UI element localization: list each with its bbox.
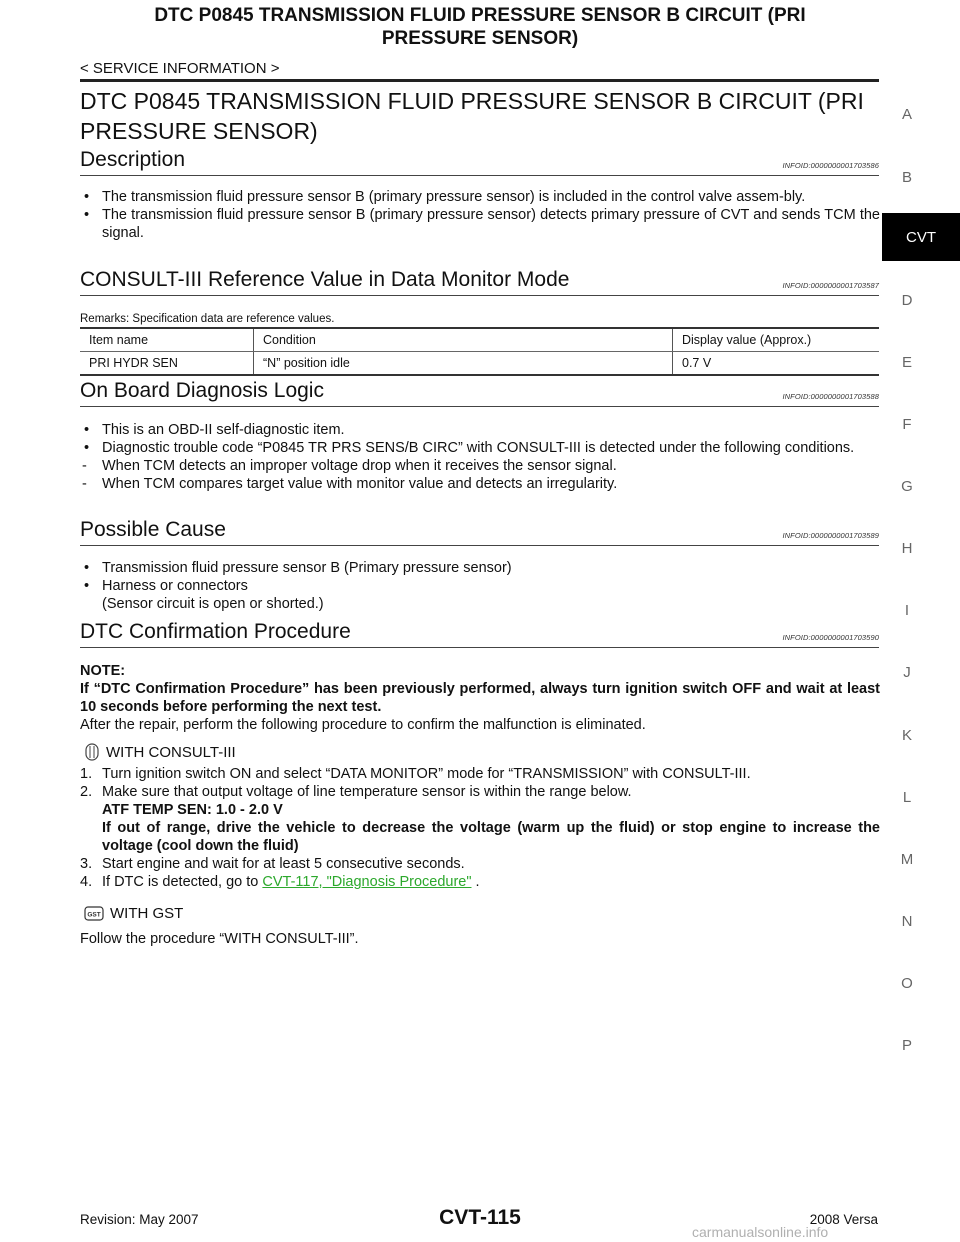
side-index-d[interactable]: D (901, 292, 913, 309)
obd-list: •This is an OBD-II self-diagnostic item.… (80, 421, 880, 493)
list-item: 2.Make sure that output voltage of line … (80, 784, 880, 854)
note-text: If “DTC Confirmation Procedure” has been… (80, 681, 880, 715)
description-list: •The transmission fluid pressure sensor … (80, 188, 880, 242)
page-title-line-1: DTC P0845 TRANSMISSION FLUID PRESSURE SE… (80, 88, 864, 114)
diagnosis-procedure-link[interactable]: CVT-117, "Diagnosis Procedure" (262, 874, 472, 890)
table-cell: 0.7 V (672, 351, 879, 376)
side-index-o[interactable]: O (901, 975, 913, 992)
gst-mode-label: GST WITH GST (84, 905, 183, 922)
side-index-l[interactable]: L (902, 789, 912, 806)
note-block: NOTE: If “DTC Confirmation Procedure” ha… (80, 662, 880, 734)
side-index-j[interactable]: J (903, 664, 911, 681)
section-rule (80, 295, 879, 296)
page-title-line-2: PRESSURE SENSOR) (80, 118, 318, 144)
list-item: •Harness or connectors (84, 578, 248, 594)
list-item: 4.If DTC is detected, go to CVT-117, "Di… (80, 874, 480, 890)
svg-text:GST: GST (87, 911, 100, 918)
note-label: NOTE: (80, 663, 126, 679)
revision-date: Revision: May 2007 (80, 1212, 199, 1227)
reference-value-table: Item name Condition Display value (Appro… (80, 327, 879, 376)
info-id: INFOID:0000000001703587 (782, 281, 879, 290)
info-id: INFOID:0000000001703590 (782, 633, 879, 642)
header-title-line-1: DTC P0845 TRANSMISSION FLUID PRESSURE SE… (154, 5, 806, 26)
gst-icon: GST (84, 905, 104, 921)
list-item: -When TCM compares target value with mon… (82, 476, 618, 492)
section-heading-description: Description INFOID:0000000001703586 (80, 146, 879, 176)
section-title: Possible Cause (80, 518, 226, 541)
column-header: Display value (Approx.) (672, 327, 879, 352)
gst-label-text: WITH GST (110, 905, 184, 922)
section-heading-obd: On Board Diagnosis Logic INFOID:00000000… (80, 377, 879, 407)
list-item: •This is an OBD-II self-diagnostic item. (84, 422, 345, 438)
side-index-k[interactable]: K (901, 727, 912, 744)
info-id: INFOID:0000000001703588 (782, 392, 879, 401)
section-title: DTC Confirmation Procedure (80, 620, 351, 643)
side-index-e[interactable]: E (901, 354, 912, 371)
consult-tool-icon (85, 743, 99, 761)
side-index-n[interactable]: N (901, 913, 913, 930)
page-title: DTC P0845 TRANSMISSION FLUID PRESSURE SE… (80, 86, 880, 146)
consult-mode-label: WITH CONSULT-III (84, 743, 236, 761)
table-cell: PRI HYDR SEN (80, 351, 254, 376)
side-index-f[interactable]: F (902, 416, 912, 433)
range-warning: If out of range, drive the vehicle to de… (102, 820, 880, 854)
table-remarks: Remarks: Specification data are referenc… (80, 313, 335, 325)
section-heading-cause: Possible Cause INFOID:0000000001703589 (80, 516, 879, 546)
info-id: INFOID:0000000001703589 (782, 531, 879, 540)
page-number: CVT-115 (439, 1206, 521, 1229)
side-index-g[interactable]: G (901, 478, 913, 495)
side-index-a[interactable]: A (901, 106, 912, 123)
consult-label-text: WITH CONSULT-III (106, 743, 236, 761)
section-rule (80, 647, 879, 648)
side-index-h[interactable]: H (901, 540, 913, 557)
section-rule (80, 175, 879, 176)
procedure-steps: 1.Turn ignition switch ON and select “DA… (80, 765, 880, 891)
section-title: CONSULT-III Reference Value in Data Moni… (80, 268, 570, 291)
side-index-m[interactable]: M (900, 851, 914, 868)
header-title-line-2: PRESSURE SENSOR) (381, 28, 579, 49)
page-header-title: DTC P0845 TRANSMISSION FLUID PRESSURE SE… (80, 4, 880, 50)
side-index-cvt-tab[interactable]: CVT (882, 213, 960, 261)
section-title: On Board Diagnosis Logic (80, 379, 324, 402)
table-row: PRI HYDR SEN “N” position idle 0.7 V (80, 351, 879, 376)
section-title: Description (80, 148, 186, 171)
list-item: -When TCM detects an improper voltage dr… (82, 458, 617, 474)
cause-list: •Transmission fluid pressure sensor B (P… (80, 559, 880, 613)
column-header: Condition (253, 327, 673, 352)
spec-value: ATF TEMP SEN: 1.0 - 2.0 V (102, 802, 283, 818)
list-item-sub: (Sensor circuit is open or shorted.) (102, 596, 324, 612)
list-item: 1.Turn ignition switch ON and select “DA… (80, 766, 751, 782)
side-index-p[interactable]: P (901, 1037, 912, 1054)
list-item: •Transmission fluid pressure sensor B (P… (84, 560, 512, 576)
section-rule (80, 545, 879, 546)
vehicle-model: 2008 Versa (809, 1212, 878, 1227)
list-item: •The transmission fluid pressure sensor … (84, 207, 880, 241)
column-header: Item name (80, 327, 254, 352)
list-item: 3.Start engine and wait for at least 5 c… (80, 856, 465, 872)
info-id: INFOID:0000000001703586 (782, 161, 879, 170)
side-index-b[interactable]: B (901, 169, 912, 186)
list-item: •The transmission fluid pressure sensor … (84, 189, 806, 205)
watermark: carmanualsonline.info (692, 1224, 829, 1240)
gst-instruction: Follow the procedure “WITH CONSULT-III”. (80, 931, 359, 947)
note-after: After the repair, perform the following … (80, 717, 646, 733)
table-cell: “N” position idle (253, 351, 673, 376)
section-heading-consult: CONSULT-III Reference Value in Data Moni… (80, 266, 879, 296)
side-index-i[interactable]: I (904, 602, 910, 619)
breadcrumb[interactable]: < SERVICE INFORMATION > (80, 60, 280, 77)
section-rule (80, 406, 879, 407)
header-divider (80, 79, 879, 82)
table-header-row: Item name Condition Display value (Appro… (80, 327, 879, 352)
list-item: •Diagnostic trouble code “P0845 TR PRS S… (84, 440, 855, 456)
section-heading-dtc: DTC Confirmation Procedure INFOID:000000… (80, 618, 879, 648)
